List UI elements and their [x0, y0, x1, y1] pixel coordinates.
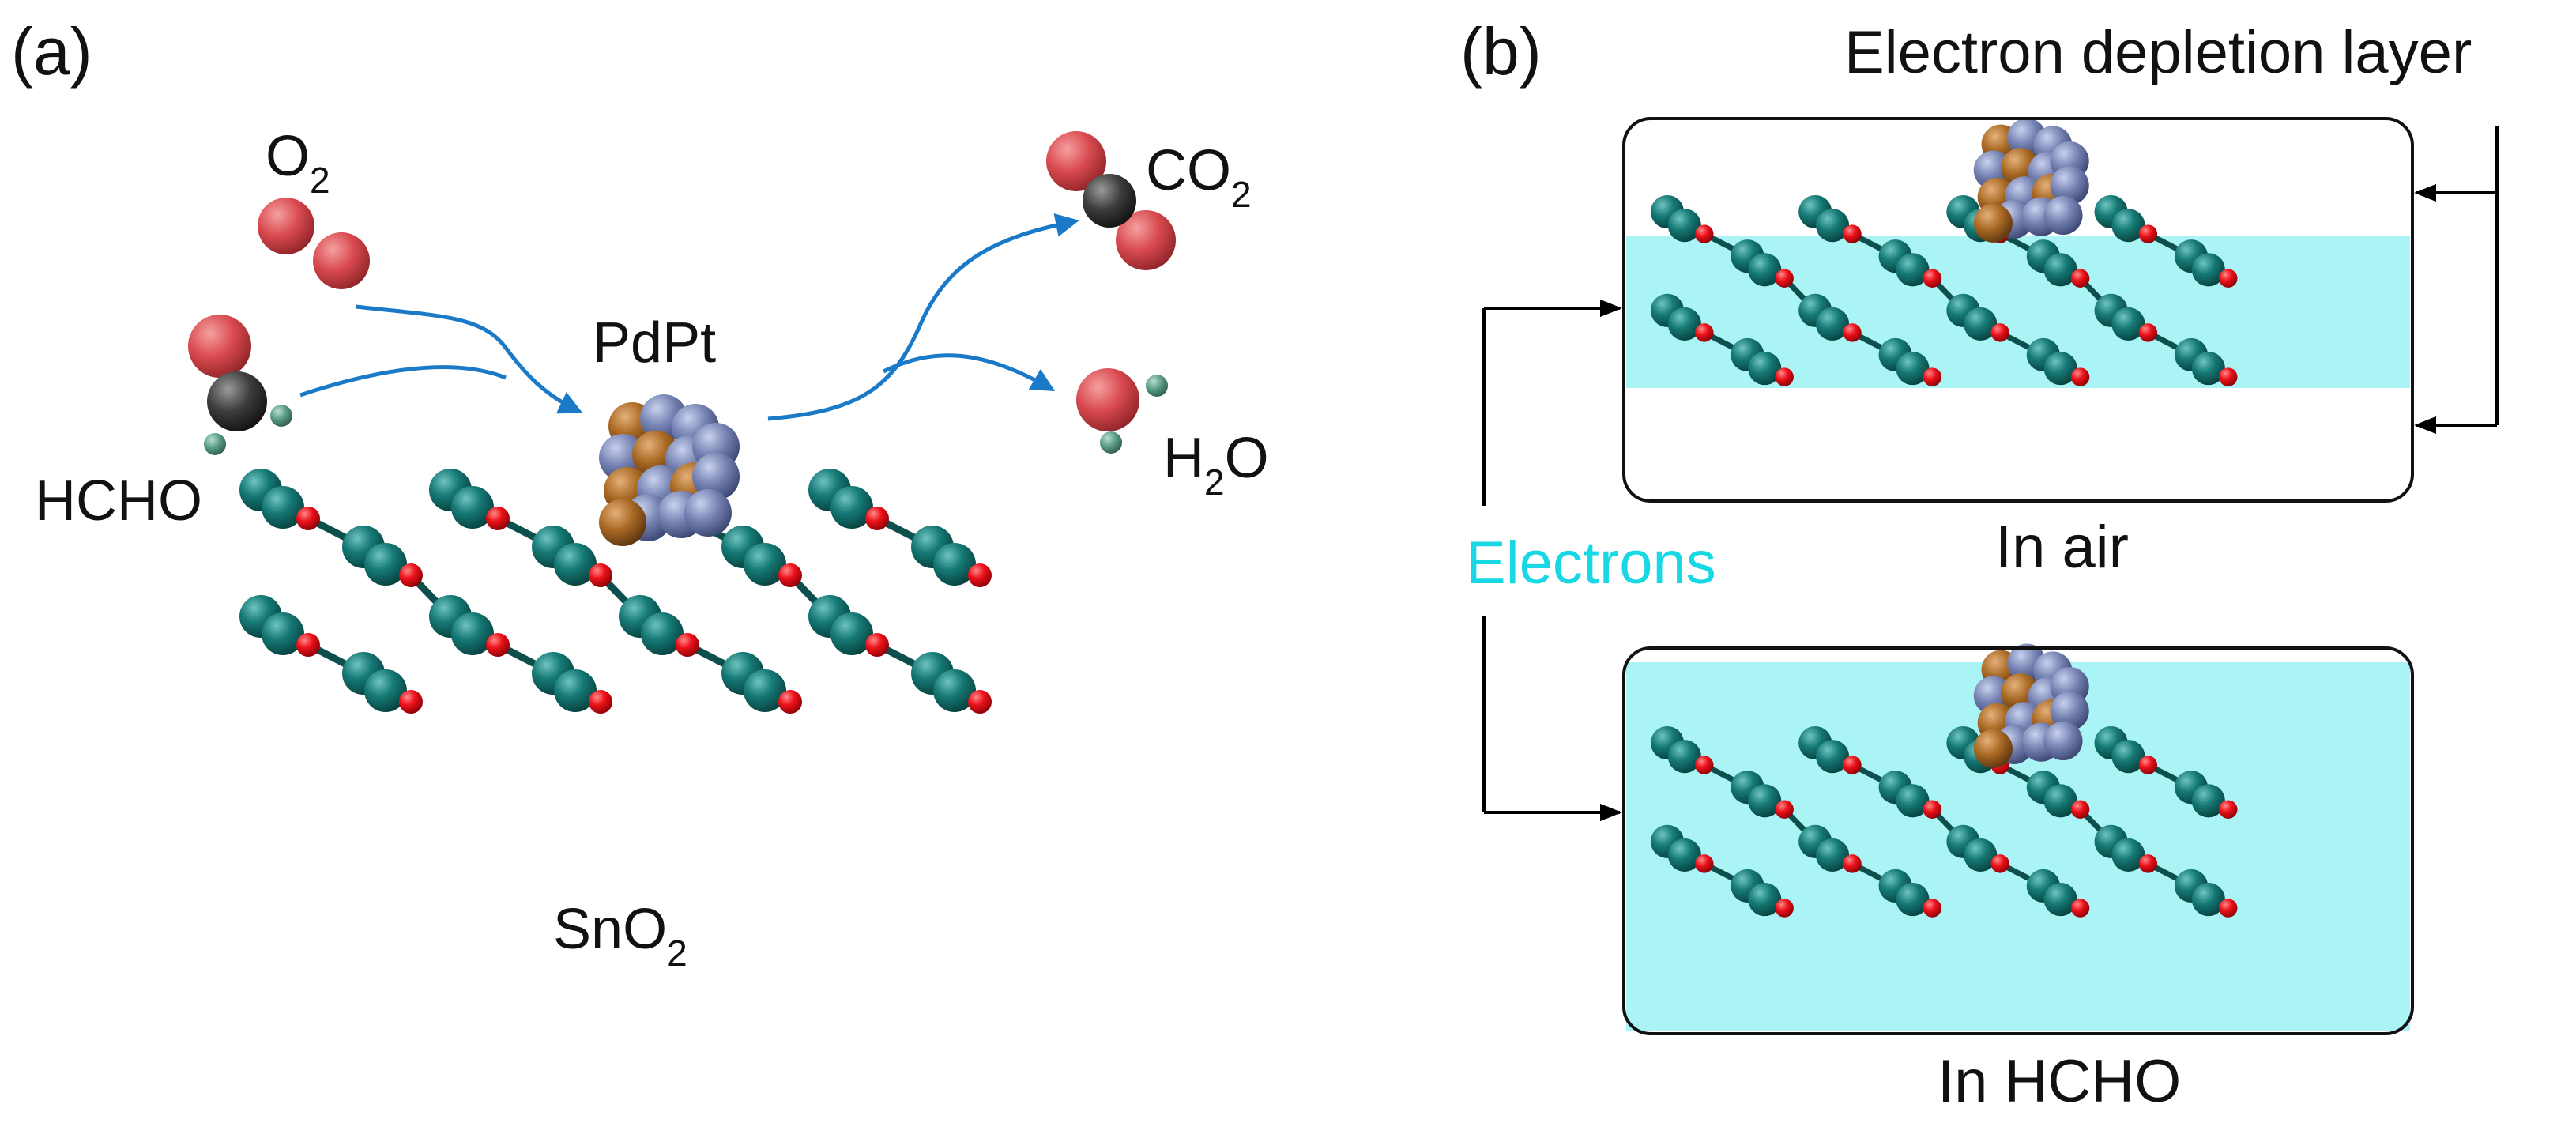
hcho-label: HCHO	[35, 469, 202, 533]
panel-b: (b) Electron depletion layer In air In H…	[1460, 14, 2499, 1115]
panel-b-tag: (b)	[1460, 14, 1542, 89]
sno2-lattice-hcho	[1650, 725, 2238, 918]
pdpt-cluster-air	[1973, 118, 2089, 243]
depletion-bracket	[2414, 126, 2499, 435]
sno2-lattice-air	[1650, 194, 2238, 386]
co2-molecule	[1046, 131, 1176, 270]
o2-label: O2	[266, 125, 330, 201]
hcho-molecule	[188, 315, 292, 455]
pdpt-label: PdPt	[593, 311, 716, 375]
panel-a: (a) O2 HCHO PdPt CO2	[11, 14, 1269, 974]
depletion-layer-label: Electron depletion layer	[1844, 19, 2472, 86]
in-air-box	[1622, 117, 2414, 503]
o2-molecule	[258, 198, 370, 289]
electrons-bracket	[1482, 299, 1622, 822]
in-hcho-frame	[1622, 646, 2414, 1035]
co2-label: CO2	[1146, 139, 1252, 215]
o2-arrow	[355, 304, 583, 414]
in-hcho-box	[1622, 643, 2414, 1035]
panel-a-tag: (a)	[11, 14, 92, 89]
in-air-caption: In air	[1995, 514, 2129, 581]
pdpt-cluster	[599, 394, 740, 546]
pdpt-cluster-hcho	[1973, 643, 2089, 768]
hcho-arrow	[299, 365, 507, 398]
h2o-label: H2O	[1163, 427, 1269, 503]
in-air-frame	[1622, 117, 2414, 503]
electrons-label: Electrons	[1466, 529, 1716, 597]
sno2-label: SnO2	[553, 898, 687, 974]
h2o-molecule	[1076, 368, 1168, 454]
product-arrow-h2o	[882, 353, 1056, 392]
in-hcho-caption: In HCHO	[1938, 1048, 2181, 1115]
product-arrow-co2	[767, 213, 1079, 421]
